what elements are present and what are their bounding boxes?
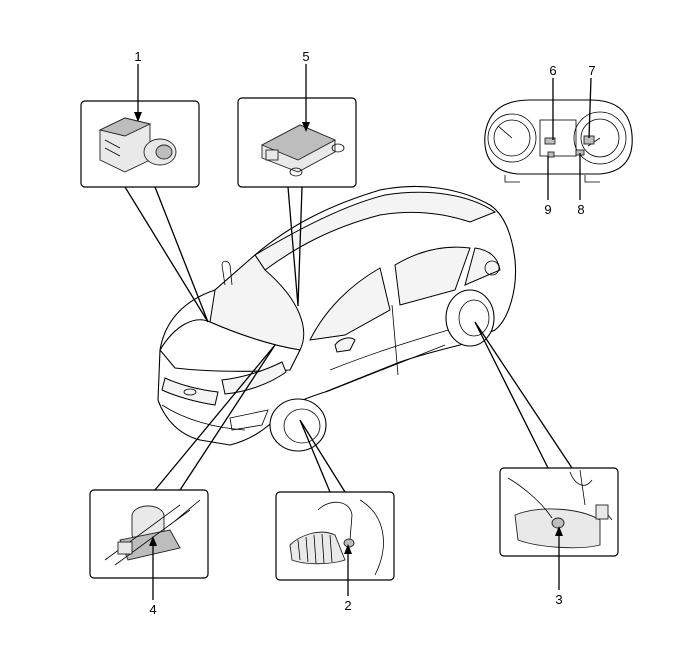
cluster-housing [484, 99, 633, 175]
front-wheel-sensor-icon [289, 499, 384, 576]
detail-box-5 [237, 64, 357, 188]
callout-7: 7 [588, 63, 595, 78]
rear-wheel-sensor-icon [507, 469, 613, 549]
callout-6: 6 [549, 63, 556, 78]
car-hood [159, 319, 301, 372]
cluster-display [539, 119, 577, 157]
tachometer [487, 113, 537, 163]
car-antenna [221, 260, 233, 286]
callout-9: 9 [544, 202, 551, 217]
leader-lines [124, 186, 573, 493]
leader-box3 [474, 321, 573, 469]
car-side-window-front [309, 267, 391, 341]
car-door-line [391, 304, 399, 376]
detail-box-4 [89, 489, 209, 600]
car-side-window-rear [394, 246, 471, 306]
car-mirror [334, 337, 356, 353]
callout-2: 2 [344, 598, 351, 613]
warning-lamp-9 [547, 151, 555, 158]
speedometer [573, 111, 627, 165]
callout-4: 4 [149, 602, 156, 617]
detail-box-1 [80, 64, 200, 188]
car-roof [254, 191, 497, 271]
leader-box5 [287, 186, 303, 307]
detail-box-3 [499, 467, 619, 590]
car-grille [161, 377, 219, 406]
car-rear-wheel [445, 289, 495, 347]
car-fuel-door [484, 260, 500, 276]
warning-lamp-6 [544, 137, 556, 145]
car-rocker [325, 344, 446, 393]
leader-box2 [299, 419, 346, 493]
detail-box-2 [275, 491, 395, 596]
callout-3: 3 [555, 592, 562, 607]
callout-8: 8 [577, 202, 584, 217]
car-illustration [157, 185, 517, 452]
car-emblem [183, 388, 197, 396]
hydraulic-unit-icon [98, 117, 177, 173]
leader-box4 [154, 344, 276, 491]
car-front-wheel [269, 398, 327, 452]
leader-box1 [124, 186, 209, 323]
car-fog-intake [229, 409, 269, 431]
instrument-cluster [484, 77, 633, 200]
callout-5: 5 [302, 49, 309, 64]
car-quarter-window [464, 247, 501, 286]
yaw-sensor-icon [260, 124, 345, 177]
callout-1: 1 [134, 49, 141, 64]
